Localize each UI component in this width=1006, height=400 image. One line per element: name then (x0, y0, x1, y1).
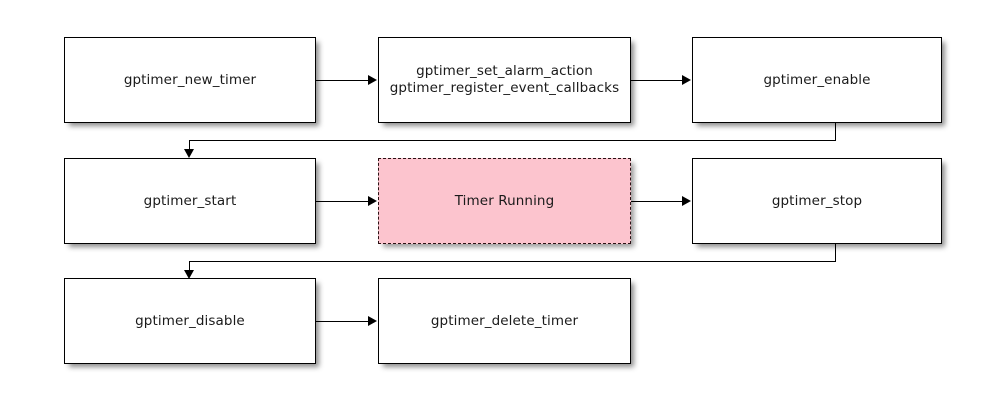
edge-stop-to-disable-segment-down (835, 244, 836, 262)
node-label: gptimer_enable (763, 71, 871, 88)
node-label: gptimer_start (143, 192, 237, 209)
edge-disable-to-delete-timer (316, 321, 369, 322)
edge-new-timer-to-set-alarm (316, 80, 369, 81)
node-gptimer-start[interactable]: gptimer_start (64, 158, 316, 244)
node-label: gptimer_new_timer (123, 71, 257, 88)
edge-arrowhead (368, 74, 377, 85)
edge-arrowhead (368, 315, 377, 326)
edge-arrowhead (183, 270, 194, 279)
node-gptimer-new-timer[interactable]: gptimer_new_timer (64, 37, 316, 123)
node-gptimer-enable[interactable]: gptimer_enable (692, 37, 942, 123)
edge-arrowhead (183, 149, 194, 158)
node-label: Timer Running (454, 192, 555, 209)
node-gptimer-stop[interactable]: gptimer_stop (692, 158, 942, 244)
node-label: gptimer_delete_timer (430, 312, 579, 329)
edge-arrowhead (368, 195, 377, 206)
edge-stop-to-disable-segment-across (189, 261, 836, 262)
edge-enable-to-start-segment-down (835, 123, 836, 141)
node-label: gptimer_stop (771, 192, 863, 209)
node-label: gptimer_disable (135, 312, 245, 329)
node-gptimer-delete-timer[interactable]: gptimer_delete_timer (378, 278, 631, 364)
edge-start-to-timer-running (316, 201, 369, 202)
edge-set-alarm-to-enable (631, 80, 683, 81)
node-gptimer-disable[interactable]: gptimer_disable (64, 278, 316, 364)
edge-arrowhead (682, 74, 691, 85)
edge-stop-to-disable-segment-drop (189, 261, 190, 272)
edge-arrowhead (682, 195, 691, 206)
edge-enable-to-start-segment-drop (189, 140, 190, 151)
node-label: gptimer_set_alarm_action gptimer_registe… (389, 63, 620, 96)
edge-enable-to-start-segment-across (189, 140, 836, 141)
node-timer-running-state[interactable]: Timer Running (378, 158, 631, 244)
node-gptimer-set-alarm-action[interactable]: gptimer_set_alarm_action gptimer_registe… (378, 37, 631, 123)
edge-timer-running-to-stop (631, 201, 683, 202)
